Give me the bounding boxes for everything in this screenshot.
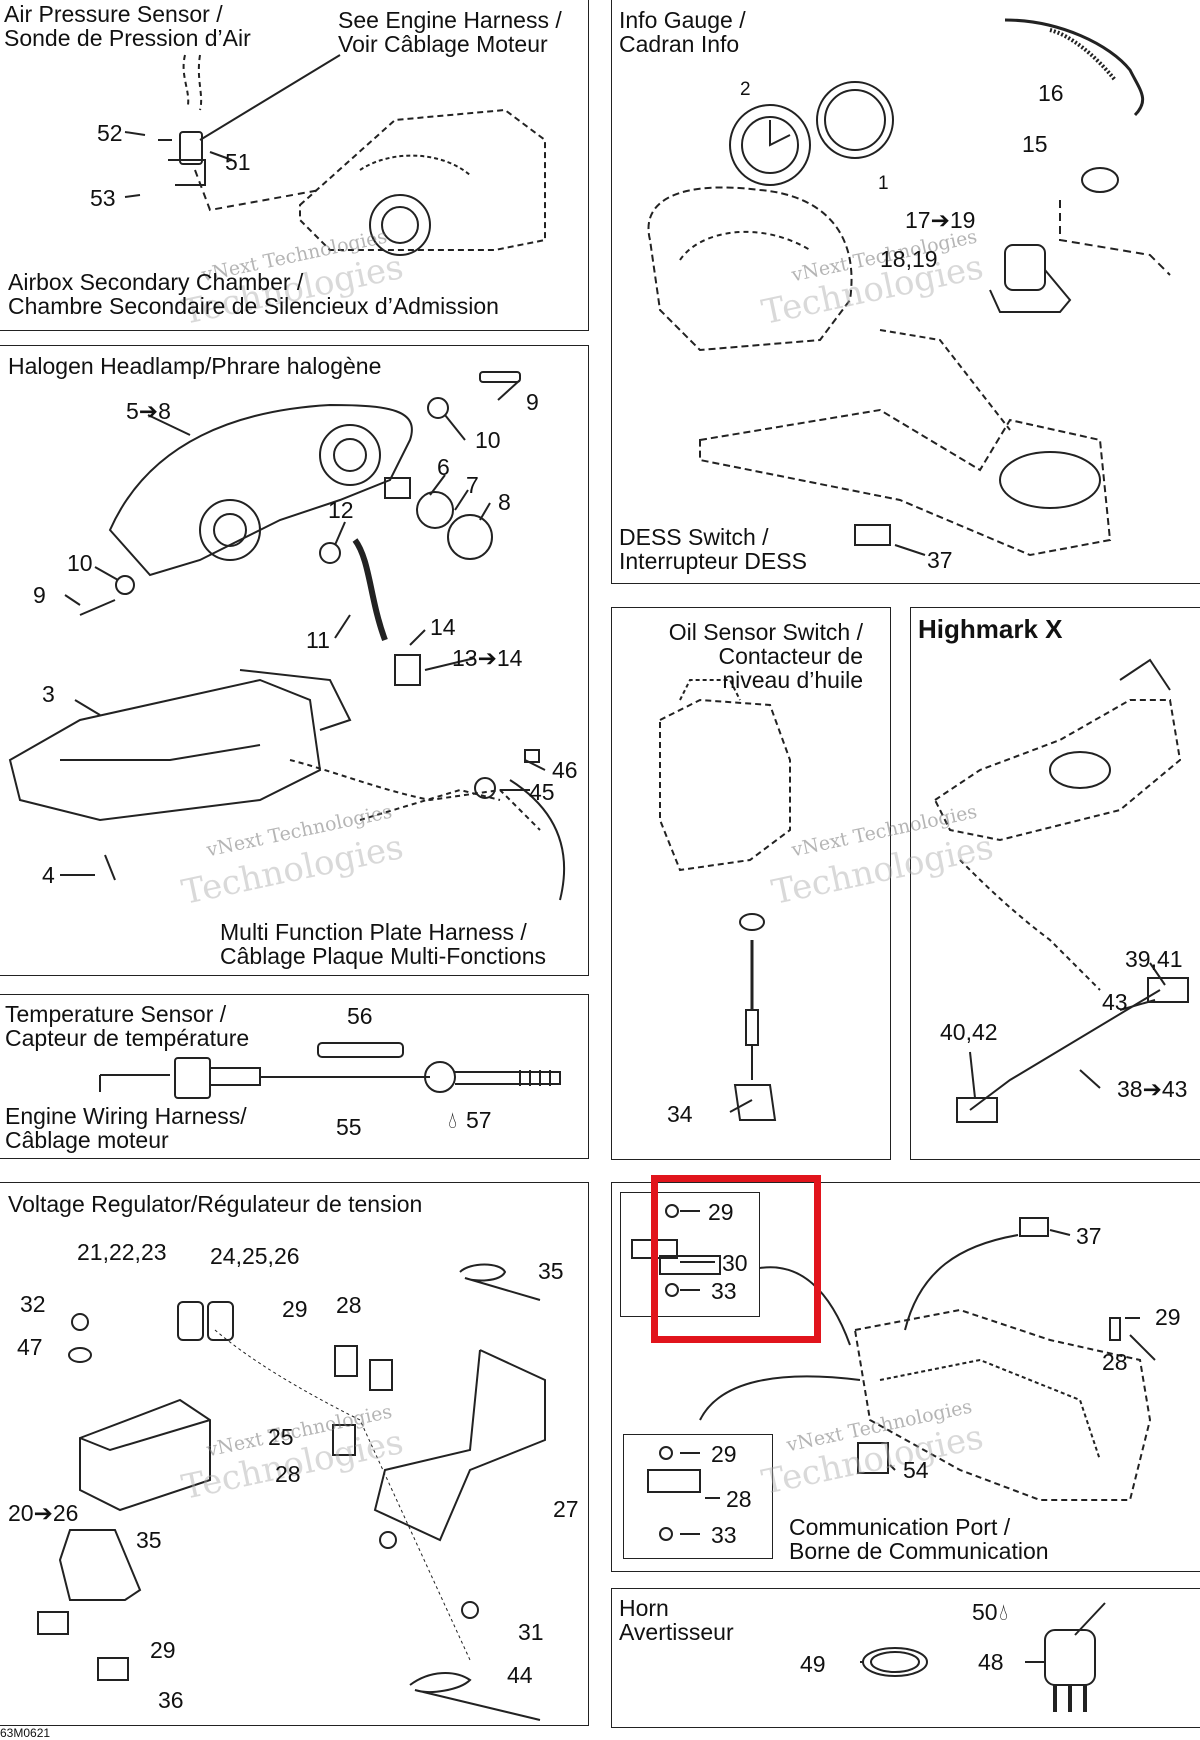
part-label: 14: [430, 614, 456, 640]
part-label: 17➔19: [905, 207, 976, 233]
part-label: 45: [529, 779, 555, 805]
drawing-code: 63M0621: [0, 1726, 51, 1740]
airbox-secondary-chamber-label: Airbox Secondary Chamber / Chambre Secon…: [8, 269, 499, 319]
part-label: 1: [878, 173, 889, 194]
part-label: 12: [328, 497, 354, 523]
part-label: 28: [1102, 1349, 1128, 1375]
highmark-x-title: Highmark X: [918, 614, 1063, 644]
part-label: 13➔14: [452, 645, 523, 671]
part-label: 29: [711, 1441, 737, 1467]
part-label: 52: [97, 120, 123, 146]
voltage-regulator-title: Voltage Regulator/Régulateur de tension: [8, 1191, 423, 1217]
part-label: 49: [800, 1651, 826, 1677]
inset-box-bottom: [623, 1434, 773, 1559]
part-label: 48: [978, 1649, 1004, 1675]
engine-harness-note: See Engine Harness / Voir Câblage Moteur: [338, 7, 562, 57]
oil-sensor-switch-title: Oil Sensor Switch / Contacteur de niveau…: [668, 619, 863, 693]
part-label: 53: [90, 185, 116, 211]
air-pressure-sensor-title: Air Pressure Sensor / Sonde de Pression …: [4, 1, 251, 51]
part-label: 9: [526, 389, 539, 415]
part-label: 33: [711, 1278, 737, 1304]
part-label: 39,41: [1125, 946, 1183, 972]
part-label: 10: [475, 427, 501, 453]
communication-port-title: Communication Port / Borne de Communicat…: [789, 1514, 1049, 1564]
part-label: 30: [722, 1250, 748, 1276]
panel-info-gauge: [611, 0, 1200, 584]
part-label: 27: [553, 1496, 579, 1522]
part-label: 20➔26: [8, 1500, 79, 1526]
part-label: 36: [158, 1687, 184, 1713]
dess-switch-label: DESS Switch / Interrupteur DESS: [619, 524, 807, 574]
part-label: 56: [347, 1003, 373, 1029]
part-label: 8: [498, 489, 511, 515]
part-label: 5➔8: [126, 398, 171, 424]
part-label: 35: [136, 1527, 162, 1553]
part-label: 37: [1076, 1223, 1102, 1249]
part-label: 32: [20, 1291, 46, 1317]
part-label: 18,19: [880, 246, 938, 272]
part-label: 7: [466, 472, 479, 498]
part-label: 10: [67, 550, 93, 576]
panel-voltage-regulator: [0, 1182, 589, 1726]
part-label: 24,25,26: [210, 1243, 300, 1269]
part-label: 40,42: [940, 1019, 998, 1045]
drop-icon: 💧︎: [448, 1107, 458, 1133]
part-label: 38➔43: [1117, 1076, 1188, 1102]
part-label: 15: [1022, 131, 1048, 157]
part-label: 31: [518, 1619, 544, 1645]
part-label: 25: [268, 1424, 294, 1450]
horn-title: Horn Avertisseur: [619, 1595, 734, 1645]
part-label: 11: [306, 627, 330, 653]
engine-wiring-harness-label: Engine Wiring Harness/ Câblage moteur: [5, 1103, 247, 1153]
part-label: 2: [740, 79, 751, 100]
part-label: 55: [336, 1114, 362, 1140]
temperature-sensor-title: Temperature Sensor / Capteur de températ…: [5, 1001, 250, 1051]
part-label: 47: [17, 1334, 43, 1360]
part-label: 51: [225, 149, 251, 175]
drop-icon: 💧︎: [999, 1599, 1009, 1625]
panel-horn: [611, 1588, 1200, 1728]
part-label: 44: [507, 1662, 533, 1688]
part-label: 37: [927, 547, 953, 573]
part-label: 28: [726, 1486, 752, 1512]
halogen-headlamp-title: Halogen Headlamp/Phrare halogène: [8, 353, 382, 379]
part-label: 29: [708, 1199, 734, 1225]
multi-function-plate-harness-label: Multi Function Plate Harness / Câblage P…: [220, 919, 547, 969]
inset-box-top: [620, 1192, 760, 1317]
part-label: 4: [42, 862, 55, 888]
part-label: 35: [538, 1258, 564, 1284]
highlight-box: [651, 1175, 821, 1343]
panel-halogen-headlamp: [0, 345, 589, 976]
part-label: 54: [903, 1457, 929, 1483]
part-label: 29: [282, 1296, 308, 1322]
part-label: 29: [150, 1637, 176, 1663]
part-label: 50: [972, 1599, 998, 1625]
part-label: 29: [1155, 1304, 1181, 1330]
part-label: 43: [1102, 989, 1128, 1015]
part-label: 28: [336, 1292, 362, 1318]
part-label: 34: [667, 1101, 693, 1127]
info-gauge-title: Info Gauge / Cadran Info: [619, 7, 746, 57]
part-label: 57: [466, 1107, 492, 1133]
part-label: 33: [711, 1522, 737, 1548]
part-label: 46: [552, 757, 578, 783]
part-label: 3: [42, 681, 55, 707]
panel-air-pressure-sensor: [0, 0, 589, 331]
part-label: 16: [1038, 80, 1064, 106]
part-label: 28: [275, 1461, 301, 1487]
part-label: 9: [33, 582, 46, 608]
part-label: 6: [437, 454, 450, 480]
part-label: 21,22,23: [77, 1239, 167, 1265]
